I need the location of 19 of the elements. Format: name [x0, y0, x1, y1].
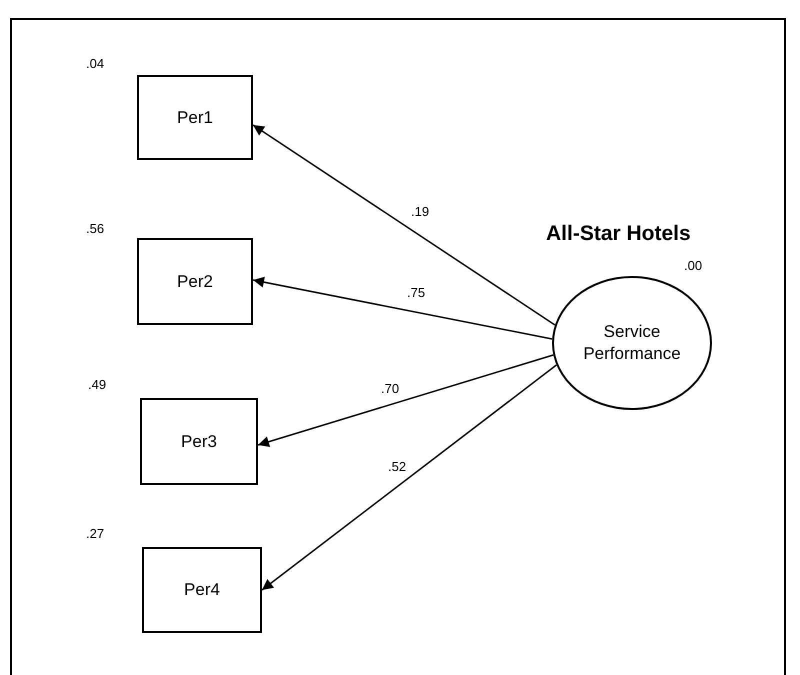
- diagram-title: All-Star Hotels: [546, 221, 691, 247]
- variable-name: Per1: [177, 106, 213, 128]
- observed-variable-box: [137, 75, 253, 160]
- variance-value: .27: [86, 525, 104, 543]
- variable-name: Per3: [181, 430, 217, 452]
- observed-variable-box: [140, 398, 258, 485]
- variance-value: .49: [88, 376, 106, 394]
- arrow: [252, 124, 556, 326]
- variance-value: .00: [684, 257, 702, 275]
- arrow: [258, 354, 554, 448]
- variance-value: .56: [86, 220, 104, 238]
- variable-name: Service Performance: [582, 321, 682, 365]
- variance-value: .04: [86, 55, 104, 73]
- observed-variable-box: [137, 238, 253, 325]
- arrow: [262, 364, 557, 591]
- variable-name: Per2: [177, 270, 213, 292]
- arrow: [252, 276, 552, 340]
- variable-name: Per4: [184, 579, 220, 601]
- observed-variable-box: [142, 547, 262, 633]
